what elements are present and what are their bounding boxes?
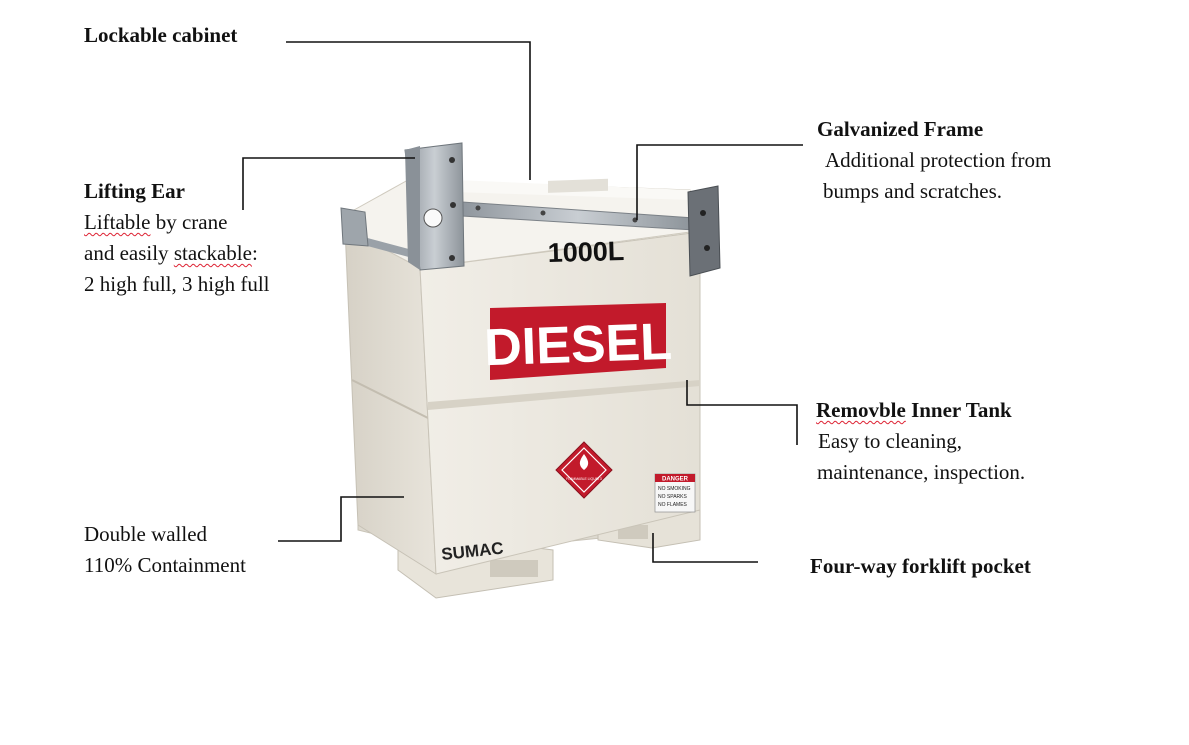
callout-inner-tank: Removble Inner Tank Easy to cleaning, ma… xyxy=(816,395,1025,488)
danger-sticker: DANGER NO SMOKING NO SPARKS NO FLAMES xyxy=(654,473,696,513)
diesel-text: DIESEL xyxy=(483,313,673,378)
callout-title: Galvanized Frame xyxy=(817,117,984,141)
leader-frame xyxy=(636,144,803,220)
warning-line: NO FLAMES xyxy=(658,502,688,508)
capacity-label: 1000L xyxy=(547,236,624,268)
lifting-ear-right xyxy=(687,185,721,277)
lifting-ear-left xyxy=(404,142,465,271)
danger-title: DANGER xyxy=(662,477,689,483)
callout-line: Additional protection from xyxy=(825,148,1052,172)
placard-text: FLAMMABLE LIQUID 3 xyxy=(566,477,602,481)
lifting-ear-rear xyxy=(340,207,369,247)
forklift-pocket xyxy=(490,560,538,577)
callout-galvanized-frame: Galvanized Frame Additional protection f… xyxy=(817,114,1051,207)
callout-line: Liftable by crane xyxy=(84,210,228,234)
callout-forklift-pocket: Four-way forklift pocket xyxy=(810,551,1031,582)
callout-title: Lifting Ear xyxy=(84,179,185,203)
callout-lifting-ear: Lifting Ear Liftable by crane and easily… xyxy=(84,176,270,300)
callout-title: Lockable cabinet xyxy=(84,23,238,47)
diesel-sign: DIESEL xyxy=(483,303,673,380)
leader-lifting-ear xyxy=(242,157,415,210)
warning-line: NO SMOKING xyxy=(658,486,691,492)
callout-title: Four-way forklift pocket xyxy=(810,554,1031,578)
callout-double-walled: Double walled 110% Containment xyxy=(84,519,246,581)
callout-line: 2 high full, 3 high full xyxy=(84,272,270,296)
callout-line: Easy to cleaning, xyxy=(818,429,963,453)
callout-line: Double walled xyxy=(84,522,208,546)
leader-lines xyxy=(242,41,803,563)
leader-inner-tank xyxy=(686,380,798,445)
flammable-placard: FLAMMABLE LIQUID 3 xyxy=(555,441,613,499)
callout-title: Removble Inner Tank xyxy=(816,398,1012,422)
leader-cabinet xyxy=(286,41,531,180)
callout-line: bumps and scratches. xyxy=(823,179,1003,203)
leader-forklift xyxy=(652,533,758,563)
callout-line: maintenance, inspection. xyxy=(817,460,1026,484)
callout-lockable-cabinet: Lockable cabinet xyxy=(84,20,237,51)
callout-line: and easily stackable: xyxy=(84,241,258,265)
warning-line: NO SPARKS xyxy=(658,494,687,500)
callout-line: 110% Containment xyxy=(84,553,246,577)
leader-double-wall xyxy=(278,496,404,542)
